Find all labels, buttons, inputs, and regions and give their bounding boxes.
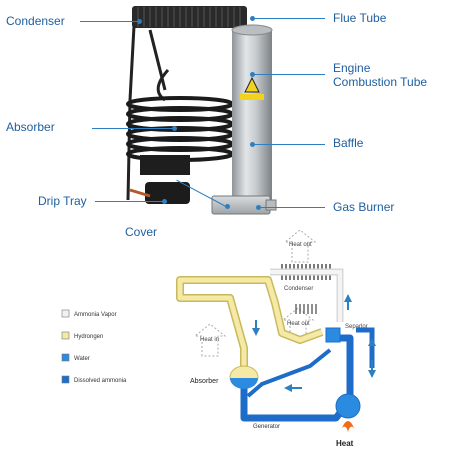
drip-tray-leader [95, 201, 163, 202]
absorber-leader [92, 128, 172, 129]
absorber-dot [172, 126, 177, 131]
heat-out-arrow-1 [283, 229, 317, 263]
generator-vessel [335, 393, 361, 419]
legend-item: Water [61, 353, 90, 362]
warning-sticker [240, 94, 264, 100]
label-drip-tray: Drip Tray [38, 194, 87, 208]
label-gas-burner: Gas Burner [333, 200, 395, 214]
label-condenser: Condenser [6, 14, 65, 28]
burner-cover [211, 195, 271, 215]
diagram-generator: Generator [253, 424, 280, 430]
heat-in-arrow [193, 323, 227, 357]
flue-tube-dot [250, 16, 255, 21]
diagram-heat-out-2: Heat out [287, 321, 310, 327]
water-pipe [240, 334, 354, 422]
diagram-heat-out-1: Heat out [289, 242, 312, 248]
separator-box [325, 327, 341, 343]
evaporator-fins [295, 304, 317, 314]
legend-label: Water [74, 356, 90, 362]
absorber-vessel [229, 365, 259, 389]
legend-item: Dissolved ammonia [61, 375, 127, 384]
gas-burner-dot [256, 205, 261, 210]
label-engine-line2: Combustion Tube [333, 75, 428, 89]
gas-burner-leader [261, 207, 325, 208]
label-cover: Cover [125, 225, 158, 239]
cooling-unit-illustration [126, 6, 277, 215]
condenser-fins [132, 6, 247, 28]
flame-icon [342, 421, 354, 432]
absorber-coil [126, 96, 234, 162]
label-flue-tube: Flue Tube [333, 11, 387, 25]
diagram-condenser: Condenser [284, 286, 313, 292]
legend-label: Hydrongen [74, 334, 103, 340]
drip-tray-shape [129, 182, 190, 204]
engine-dot [250, 72, 255, 77]
absorber-tank [140, 155, 190, 175]
legend: Ammonia Vapor Hydrongen Water Dissolved … [61, 309, 127, 384]
engine-leader [255, 74, 325, 75]
combustion-tube [232, 30, 272, 210]
condenser-leader [80, 21, 138, 22]
flow-arrows [252, 294, 376, 392]
diagram-separator: Separlor [345, 324, 368, 330]
legend-item: Ammonia Vapor [61, 309, 117, 318]
warning-icon [244, 76, 260, 93]
diagram-heat: Heat [336, 439, 354, 448]
baffle-dot [250, 142, 255, 147]
legend-item: Hydrongen [61, 331, 103, 340]
tube-top [231, 24, 273, 36]
label-baffle: Baffle [333, 136, 364, 150]
cover-dot [225, 204, 230, 209]
burner-nozzle [265, 199, 277, 211]
flue-tube-leader [255, 18, 325, 19]
baffle-leader [255, 144, 325, 145]
drip-tray-dot [162, 199, 167, 204]
diagram-absorber: Absorber [190, 378, 219, 385]
label-engine-line1: Engine [333, 61, 371, 75]
label-absorber: Absorber [6, 120, 55, 134]
legend-label: Ammonia Vapor [74, 312, 117, 318]
diagram-heat-in: Heat in [200, 337, 219, 343]
legend-label: Dissolved ammonia [74, 378, 127, 384]
absorption-cycle-diagram: Heat out Heat out Heat in Condenser Sepa… [61, 229, 376, 448]
condenser-dot [137, 19, 142, 24]
